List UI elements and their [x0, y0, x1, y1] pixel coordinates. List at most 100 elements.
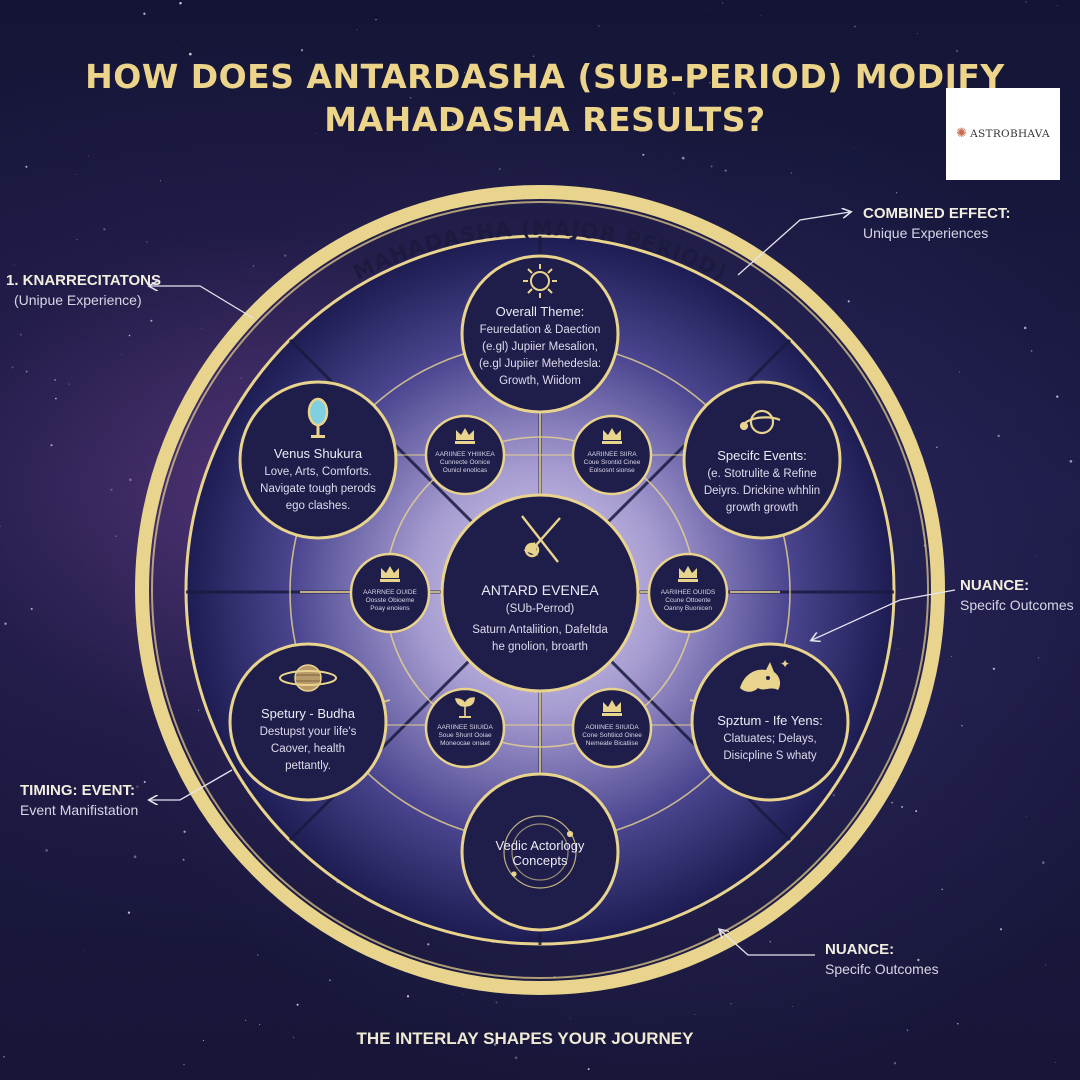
star [30, 607, 33, 610]
svg-text:✦: ✦ [780, 657, 790, 671]
mini-node-lower-right-text: AOIIINEE SIIUIDA Cone Sohtiicd Oinee Nem… [577, 724, 647, 748]
star [710, 165, 713, 168]
star [296, 1003, 299, 1006]
star [997, 434, 1000, 438]
star [895, 192, 898, 194]
mini-node-mid-right-line-1: AARIIHEE OUIIDS [660, 589, 716, 596]
callout-left-top-title: 1. KNARRECITATONS [6, 272, 162, 289]
main-nodes [228, 254, 850, 932]
star [129, 478, 132, 482]
mini-node-mid-left-text: AARRNEE OUIDE Oosste Obioeme Poay enoien… [355, 589, 425, 613]
star [198, 709, 200, 711]
star [965, 613, 967, 615]
node-left-upper [238, 380, 398, 540]
star [25, 370, 28, 373]
brand-logo-text: ASTROBHAVA [970, 128, 1050, 140]
star [14, 264, 15, 266]
node-right-upper-line-3: growth growth [725, 502, 799, 514]
star [375, 19, 377, 21]
callout-left-bottom-title: TIMING: EVENT: [20, 782, 135, 799]
star [866, 444, 868, 446]
star [463, 993, 465, 995]
node-left-lower-line-3: pettantly. [285, 760, 331, 772]
star [668, 107, 670, 108]
node-right-lower [690, 642, 850, 802]
mini-node-icons [380, 428, 698, 718]
node-right-lower-title: Spztum - Ife Yens: [717, 713, 823, 728]
orbit-icon [503, 815, 577, 889]
star [114, 535, 117, 537]
star [673, 92, 675, 95]
star [893, 1062, 897, 1065]
star [25, 165, 28, 168]
callout-right-mid-title: NUANCE: [960, 577, 1030, 594]
star [936, 446, 938, 449]
star [961, 725, 963, 727]
star [159, 180, 161, 182]
star [498, 168, 501, 170]
star [709, 81, 711, 84]
star [1030, 350, 1033, 352]
node-top-text: Overall Theme: Feuredation & Daection (e… [465, 304, 615, 390]
mini-node-mid-left-line-2: Oosste Obioeme [365, 597, 415, 604]
star [356, 29, 358, 31]
callout-left-top: 1. KNARRECITATONS (Unipue Experience) [6, 272, 161, 308]
star [188, 52, 192, 56]
node-center-text: ANTARD EVENEA (SUb-Perrod) Saturn Antali… [450, 582, 630, 656]
star [292, 1036, 295, 1039]
star [598, 25, 600, 27]
mini-node-upper-right [571, 414, 653, 496]
star [941, 888, 943, 891]
node-left-lower-line-2: Caover, health [270, 743, 346, 755]
star [917, 958, 920, 962]
page-title-line-2: MAHADASHA RESULTS? [324, 100, 766, 139]
star [366, 112, 369, 115]
saturn-icon [279, 664, 337, 692]
star [1041, 861, 1045, 864]
star [82, 951, 84, 952]
node-bottom [460, 772, 620, 932]
star [532, 55, 535, 57]
arrow-left-bottom [150, 769, 233, 800]
mini-node-upper-right-line-1: AARIINEE SIIRA [587, 451, 637, 458]
node-top [460, 254, 620, 414]
node-top-line-1: Feuredation & Daection [479, 324, 601, 336]
mini-node-upper-right-line-3: Eolsosnt sionse [589, 467, 635, 474]
star [706, 7, 708, 9]
node-bottom-line-1: Concepts [512, 853, 568, 868]
mini-node-upper-left-text: AARIINEE YHIIIKEA Cunnecte Oonice Ounicl… [430, 451, 500, 475]
node-right-upper-title: Specifc Events: [717, 448, 807, 463]
star [11, 366, 14, 369]
star [150, 319, 153, 322]
node-center-title: ANTARD EVENEA [481, 582, 599, 598]
mini-node-upper-left-line-3: Ounicl enoticas [442, 467, 488, 474]
callout-right-top: COMBINED EFFECT: Unique Experiences [863, 205, 1011, 241]
star [240, 377, 242, 379]
node-top-line-2: (e.gl) Jupiier Mesalion, [482, 341, 598, 353]
node-left-lower-line-1: Destupst your life's [259, 726, 357, 738]
mini-node-mid-right-line-3: Oanny Buonicen [663, 605, 713, 612]
callout-right-top-title: COMBINED EFFECT: [863, 205, 1011, 222]
mini-node-mid-left [349, 552, 431, 634]
node-left-upper-line-2: Navigate tough perods [260, 483, 376, 495]
star [315, 133, 317, 134]
star [427, 943, 430, 946]
star [182, 858, 185, 861]
star [668, 153, 670, 155]
mini-node-upper-left-line-2: Cunnecte Oonice [439, 459, 491, 466]
star [999, 928, 1003, 931]
star [60, 276, 63, 279]
mini-node-upper-right-text: AARIINEE SIIRA Coue Srontid Cinee Eolsos… [577, 451, 647, 475]
star [730, 1003, 732, 1005]
star [146, 241, 148, 243]
star [1025, 1, 1027, 3]
star [54, 379, 56, 381]
mini-node-upper-left-line-1: AARIINEE YHIIIKEA [435, 451, 495, 458]
node-center [440, 493, 640, 693]
node-right-upper-line-2: Deiyrs. Drickine whhlin [703, 485, 821, 497]
mini-node-lower-left-line-2: Soue Shunt Ooiae [438, 732, 492, 739]
node-left-lower-title: Spetury - Budha [261, 706, 355, 721]
crown-icon [380, 566, 400, 582]
star [950, 655, 952, 657]
